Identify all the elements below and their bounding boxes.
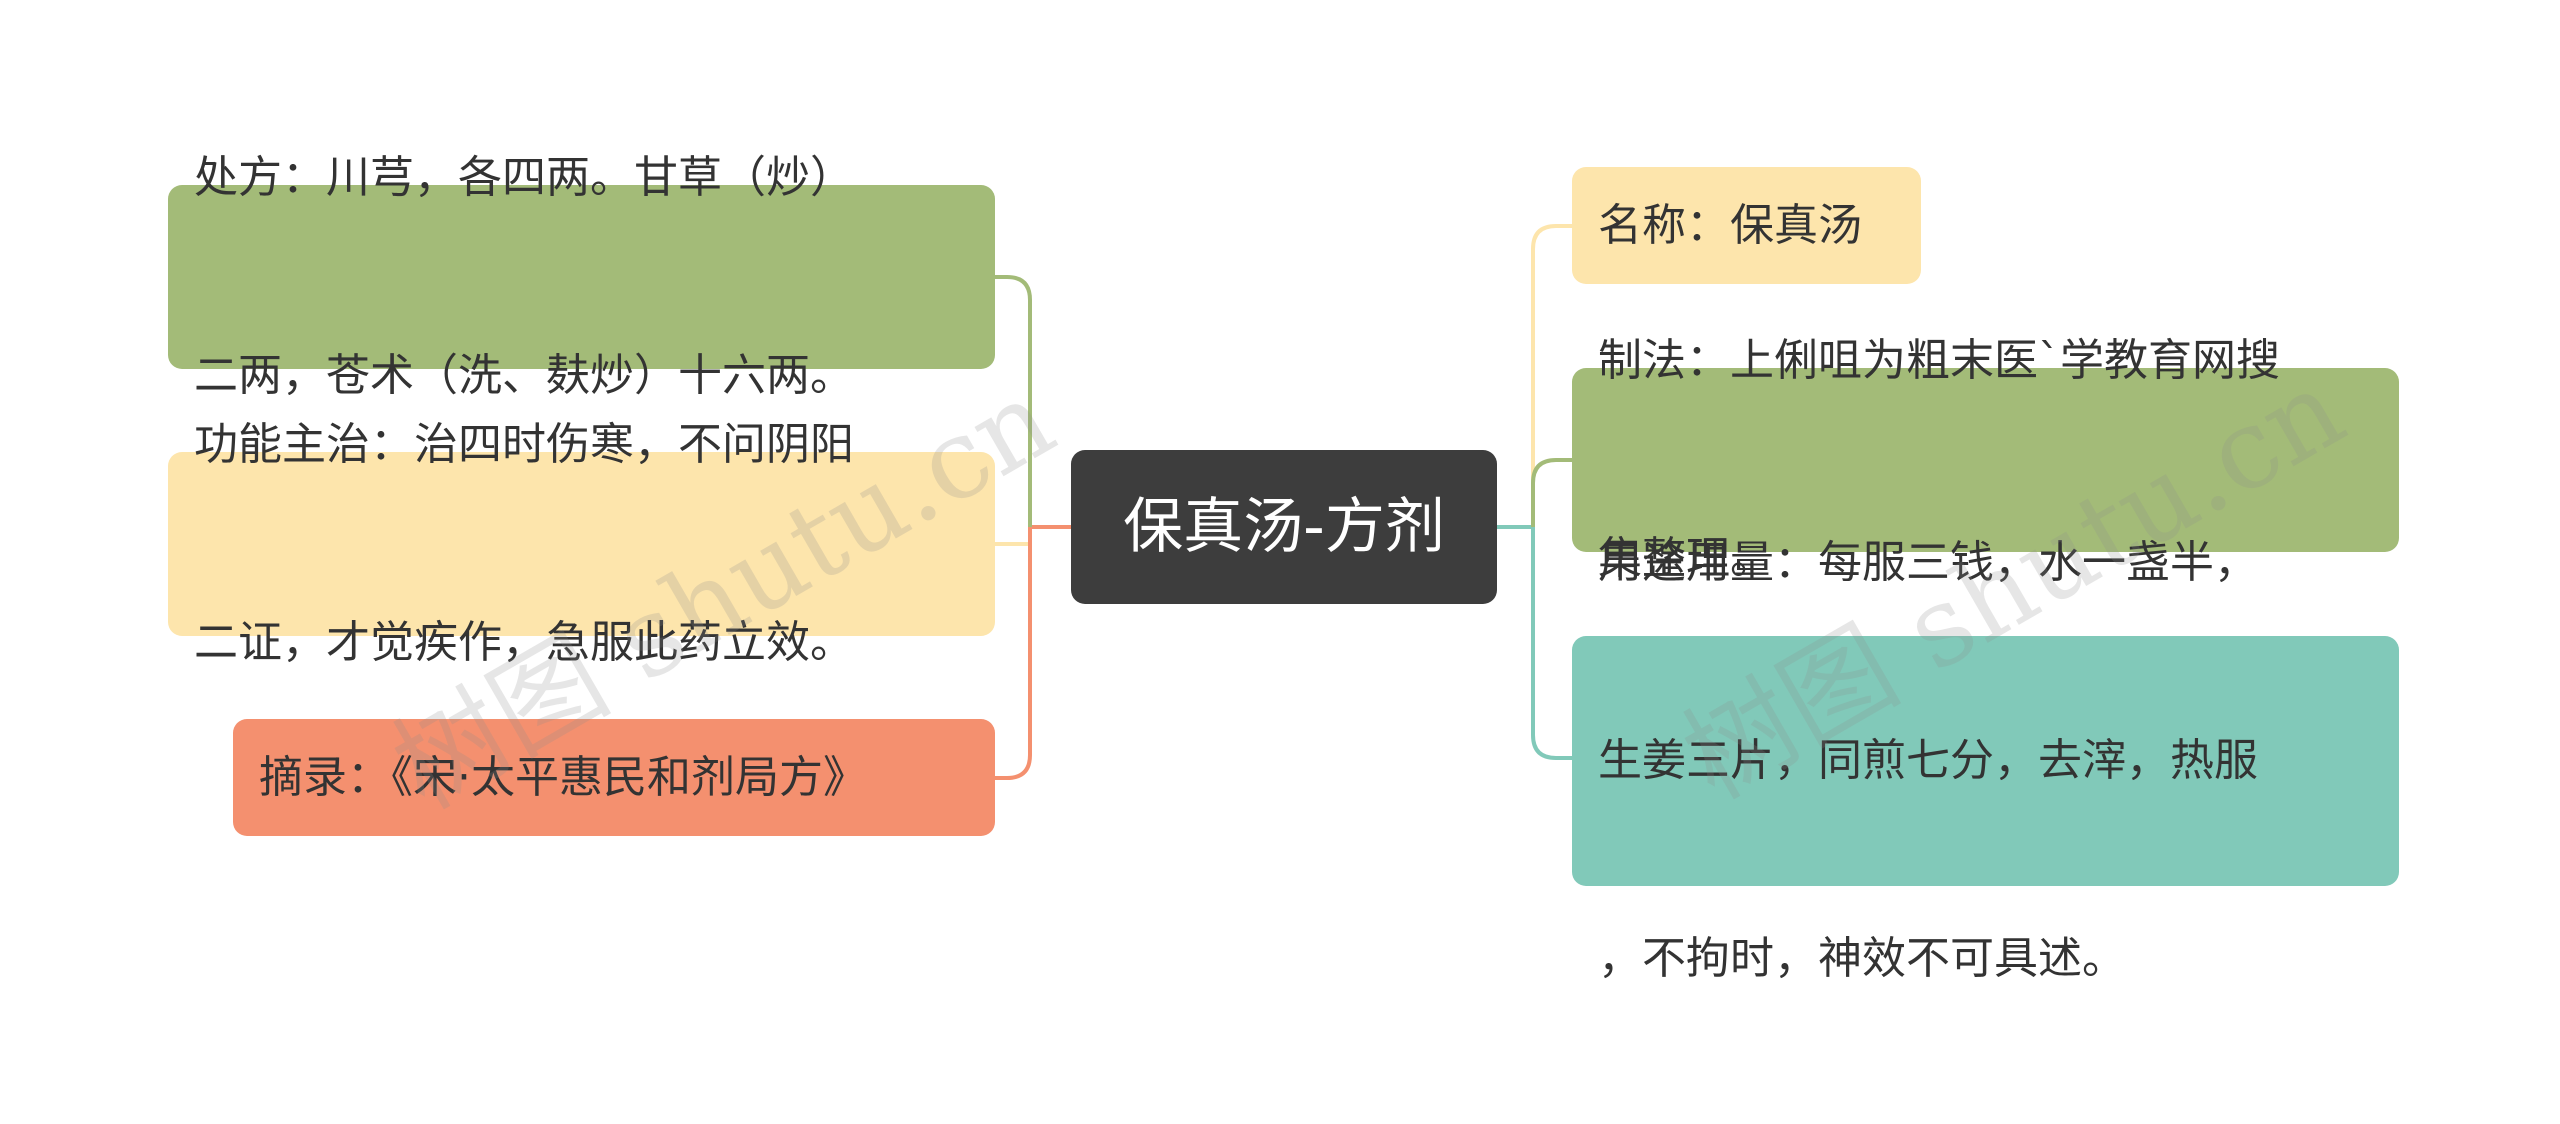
central-topic-label: 保真汤-方剂 <box>1123 492 1445 562</box>
edge-right-1 <box>1531 224 1572 527</box>
edge-left-2 <box>995 527 1032 546</box>
topic-line: 生姜三片，同煎七分，去滓，热服 <box>1598 735 2258 786</box>
topic-line: 处方：川芎，各四两。甘草（炒） <box>194 152 854 203</box>
topic-line: 摘录：《宋·太平惠民和剂局方》 <box>259 751 867 803</box>
topic-name[interactable]: 名称：保真汤 <box>1572 167 1921 284</box>
topic-line: 功能主治：治四时伤寒，不问阴阳 <box>194 419 854 470</box>
topic-preparation[interactable]: 制法：上俐咀为粗末医`学教育网搜 集整理。 <box>1572 335 2399 584</box>
edge-left-1 <box>995 275 1032 527</box>
topic-source[interactable]: 摘录：《宋·太平惠民和剂局方》 <box>233 719 995 836</box>
topic-line: 名称：保真汤 <box>1598 199 1862 251</box>
topic-usage-dosage[interactable]: 用途用量：每服三钱，水一盏半， 生姜三片，同煎七分，去滓，热服 ，不拘时，神效不… <box>1572 537 2399 984</box>
central-topic[interactable]: 保真汤-方剂 <box>1071 450 1497 604</box>
edge-right-2 <box>1531 458 1572 527</box>
edge-right-3 <box>1531 527 1572 760</box>
edge-left-3 <box>995 527 1032 780</box>
topic-indications[interactable]: 功能主治：治四时伤寒，不问阴阳 二证，才觉疾作，急服此药立效。 <box>168 419 995 668</box>
mind-map: 保真汤-方剂 处方：川芎，各四两。甘草（炒） 二两，苍术（洗、麸炒）十六两。 功… <box>168 152 2399 984</box>
topic-line: ，不拘时，神效不可具述。 <box>1598 933 2126 984</box>
topic-line: 用途用量：每服三钱，水一盏半， <box>1598 537 2258 588</box>
topic-prescription[interactable]: 处方：川芎，各四两。甘草（炒） 二两，苍术（洗、麸炒）十六两。 <box>168 152 995 401</box>
topic-line: 集整理。 <box>1598 533 1774 584</box>
topic-line: 二证，才觉疾作，急服此药立效。 <box>194 617 854 668</box>
topic-line: 制法：上俐咀为粗末医`学教育网搜 <box>1598 335 2280 386</box>
connector-lines <box>995 224 1572 780</box>
topic-line: 二两，苍术（洗、麸炒）十六两。 <box>194 350 854 401</box>
